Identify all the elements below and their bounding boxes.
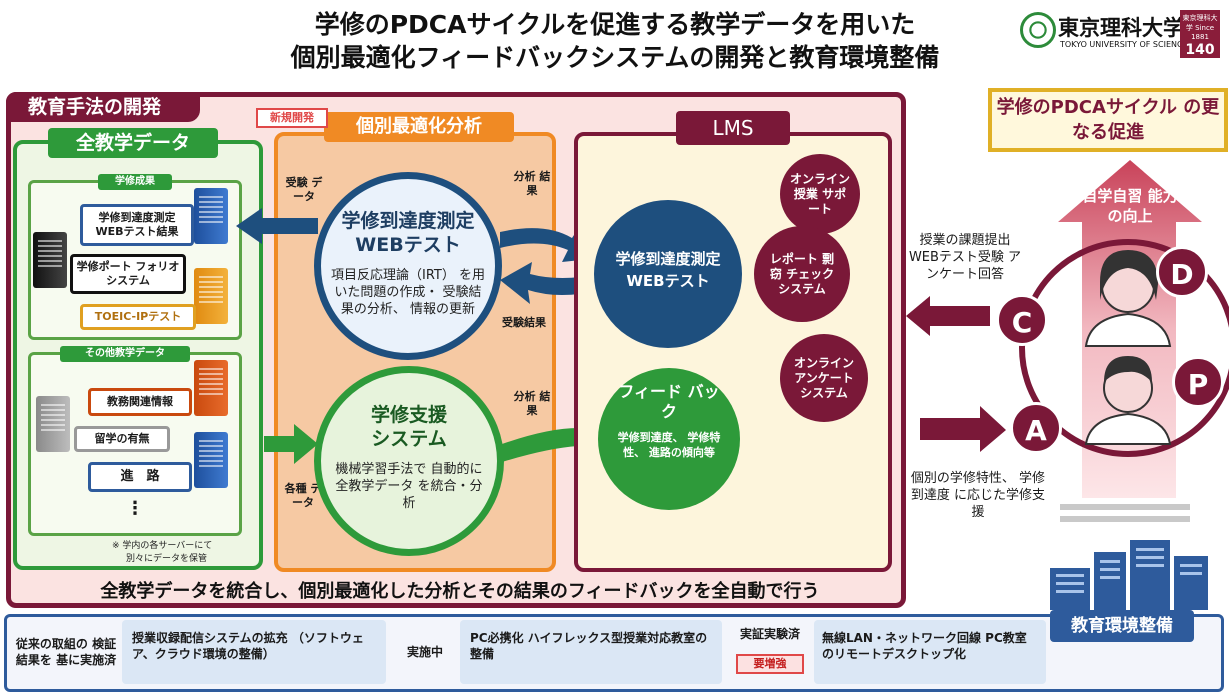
received-data-label: 受験 データ [285,176,323,203]
logo-japanese-name: 東京理科大学 [1058,16,1184,40]
lms-web-test-label: 学修到達度測定 WEBテスト [615,250,721,290]
pdca-plan-letter: P [1172,356,1224,408]
server-note-line-1: ※ 学内の各サーバーにて [112,541,213,551]
various-data-label: 各種 データ [284,482,322,509]
pdca-check-letter: C [996,294,1048,346]
anniversary-badge: 東京理科大学 Since 1881 140 Anniversary [1180,10,1222,67]
analysis-result-label-1: 分析 結果 [513,170,551,197]
online-class-support-circle: オンライン 授業 サポート [780,154,860,234]
web-test-circle: 学修到達度測定 WEBテスト 項目反応理論（IRT） を用いた問題の作成・ 受験… [314,172,502,360]
career-path-item: 進 路 [88,462,192,492]
web-test-result-item: 学修到達度測定 WEBテスト結果 [80,204,194,246]
analysis-result-label-2: 分析 結果 [513,390,551,417]
arrow-to-all-data-icon [236,208,318,244]
env-col2-description: PC必携化 ハイフレックス型授業対応教室の整備 [460,620,722,684]
academic-affairs-item: 教務関連情報 [88,388,192,416]
university-seal-icon [1020,12,1056,48]
env-col1-description: 授業収録配信システムの拡充 （ソフトウェア、クラウド環境の整備） [122,620,386,684]
feedback-title: フィード バック [618,382,720,421]
methods-label: 教育手法の開発 [6,92,200,122]
support-system-description: 機械学習手法で 自動的に全教学データ を統合・分析 [335,462,483,511]
all-data-label: 全教学データ [48,128,218,158]
server-note-line-2: 別々にデータを保管 [126,554,208,564]
study-abroad-item: 留学の有無 [74,426,170,452]
test-result-label: 受験結果 [502,316,546,329]
pdca-goal-box: 学修のPDCAサイクル の更なる促進 [988,88,1228,152]
blue-server-2-icon [194,432,228,488]
self-study-ability-label: 自学自習 能力の向上 [1082,187,1178,225]
student-female-icon [1084,250,1172,347]
pdca-do-letter: D [1156,246,1208,298]
more-items-ellipsis: ⋮ [126,498,144,519]
support-system-circle: 学修支援 システム 機械学習手法で 自動的に全教学データ を統合・分析 [314,366,504,556]
pdca-cycle-ring-icon [1019,239,1229,457]
red-server-icon [194,360,228,416]
web-test-description: 項目反応理論（IRT） を用いた問題の作成・ 受験結果の分析、 情報の更新 [331,268,485,317]
methods-summary-banner: 全教学データを統合し、個別最適化した分析とその結果のフィードバックを全自動で行う [100,581,820,602]
student-activities-text: 授業の課題提出 WEBテスト受験 アンケート回答 [908,233,1022,282]
pdca-act-letter: A [1010,402,1062,454]
anniversary-badge-top: 東京理科大学 Since 1881 [1182,14,1218,41]
env-col2-status: 実施中 [406,645,443,659]
portfolio-system-item: 学修ポート フォリオシステム [70,254,186,294]
title-line-1: 学修のPDCAサイクルを促進する教学データを用いた [314,10,916,39]
anniversary-number: 140 [1185,42,1215,58]
anniversary-badge-bottom: Anniversary [1180,59,1222,67]
env-col1-status: 従来の取組の 検証結果を 基に実施済 [15,637,117,667]
toeic-item: TOEIC-IPテスト [80,304,196,330]
env-col3-description: 無線LAN・ネットワーク回線 PC教室のリモートデスクトップ化 [814,620,1046,684]
individual-support-text: 個別の学修特性、 学修到達度 に応じた学修支援 [910,471,1046,520]
black-server-icon [33,232,67,288]
lms-label: LMS [676,111,790,145]
web-test-title: 学修到達度測定 WEBテスト [341,210,475,256]
page-title: 学修のPDCAサイクルを促進する教学データを用いた 個別最適化フィードバックシス… [220,8,1010,74]
feedback-description: 学修到達度、 学修特性、 進路の傾向等 [617,431,721,459]
arrow-lms-to-pdca-icon [920,406,1006,452]
online-survey-circle: オンライン アンケート システム [780,334,868,422]
student-male-icon [1084,356,1172,445]
arrow-pdca-to-lms-icon [906,296,990,336]
orange-server-icon [194,268,228,324]
environment-label: 教育環境整備 [1050,610,1194,642]
title-line-2: 個別最適化フィードバックシステムの開発と教育環境整備 [290,43,940,72]
other-data-label: その他教学データ [60,346,190,362]
learning-outcomes-label: 学修成果 [98,174,172,190]
env-col3-status: 実証実験済 [739,627,800,641]
plagiarism-check-circle: レポート 剽窃 チェック システム [754,226,850,322]
lms-web-test-circle: 学修到達度測定 WEBテスト [594,200,742,348]
needs-enhancement-tag: 要増強 [736,654,804,674]
analysis-label: 個別最適化分析 [324,112,514,142]
blue-server-icon [194,188,228,244]
gray-server-icon [36,396,70,452]
logo-english-name: TOKYO UNIVERSITY OF SCIENCE [1060,40,1188,49]
support-system-title: 学修支援 システム [370,404,447,450]
university-logo: 東京理科大学 TOKYO UNIVERSITY OF SCIENCE 東京理科大… [1020,10,1222,67]
feedback-circle: フィード バック 学修到達度、 学修特性、 進路の傾向等 [598,368,740,510]
new-development-badge: 新規開発 [256,108,328,128]
arrow-data-to-support-icon [264,424,318,464]
